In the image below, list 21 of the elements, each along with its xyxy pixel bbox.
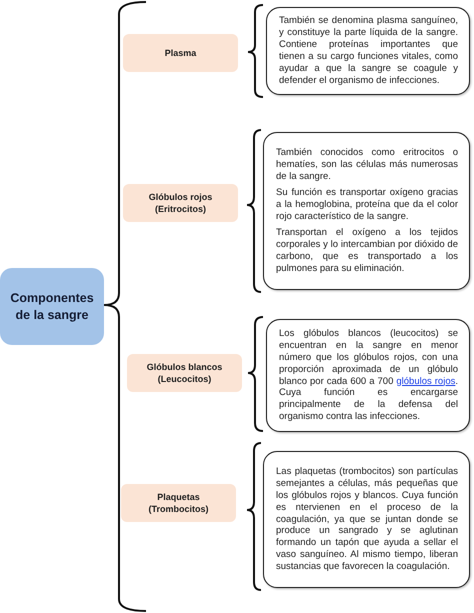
description-text: Los glóbulos blancos (leucocitos) se encuentran en la sangre en menor número que los glóbulos rojos, con una proporción aproximada de un glóbulo blanco por cada 600 a 700 glóbulos rojos. Cuya función es encargarse principalmente de la defensa del organismo contra las infecciones. [279, 328, 458, 424]
description-text: También conocidos como eritrocitos o hematíes, son las células más numerosas de la sangre. [276, 147, 458, 184]
category-label: Glóbulos rojos (Eritrocitos) [148, 190, 214, 216]
category-label: Plasma [164, 46, 196, 60]
description-card [263, 132, 470, 290]
description-text: También se denomina plasma sanguíneo, y constituye la parte líquida de la sangre. Contiene proteínas importantes que tienen a su cargo funciones vitales, como ayudar a que la sangre se coagule y defender el organismo de infecciones. [279, 15, 458, 87]
description-card [266, 319, 470, 432]
category-box [127, 354, 242, 392]
category-label: Plaquetas (Trombocitos) [148, 490, 210, 516]
category-box [123, 184, 238, 222]
main-topic-title: Componentes de la sangre [9, 290, 95, 323]
description-card [263, 451, 470, 588]
description-card [266, 7, 470, 95]
description-text: Transportan el oxígeno a los tejidos corporales y lo intercambian por dióxido de carbono, que es transportado a los pulmones para su eliminación. [276, 226, 458, 275]
text-link: glóbulos rojos [396, 376, 456, 386]
description-text: Su función es transportar oxígeno gracias a la hemoglobina, proteína que da el color rojo característico de la sangre. [276, 187, 458, 223]
category-box [123, 34, 238, 72]
category-label: Glóbulos blancos (Leucocitos) [146, 360, 224, 386]
main-topic-box [0, 268, 104, 345]
category-box [121, 484, 236, 522]
description-text: Las plaquetas (trombocitos) son partículas semejantes a células, más pequeñas que los glóbulos rojos y blancos. Cuya función es ntervienen en el proceso de la coagulación, ya que se juntan donde se produce un sangrado y se aglutinan formando un tapón que ayuda a sellar el vaso sanguíneo. Al mismo tiempo, liberan sustancias que favorecen la coagulación. [276, 466, 458, 574]
